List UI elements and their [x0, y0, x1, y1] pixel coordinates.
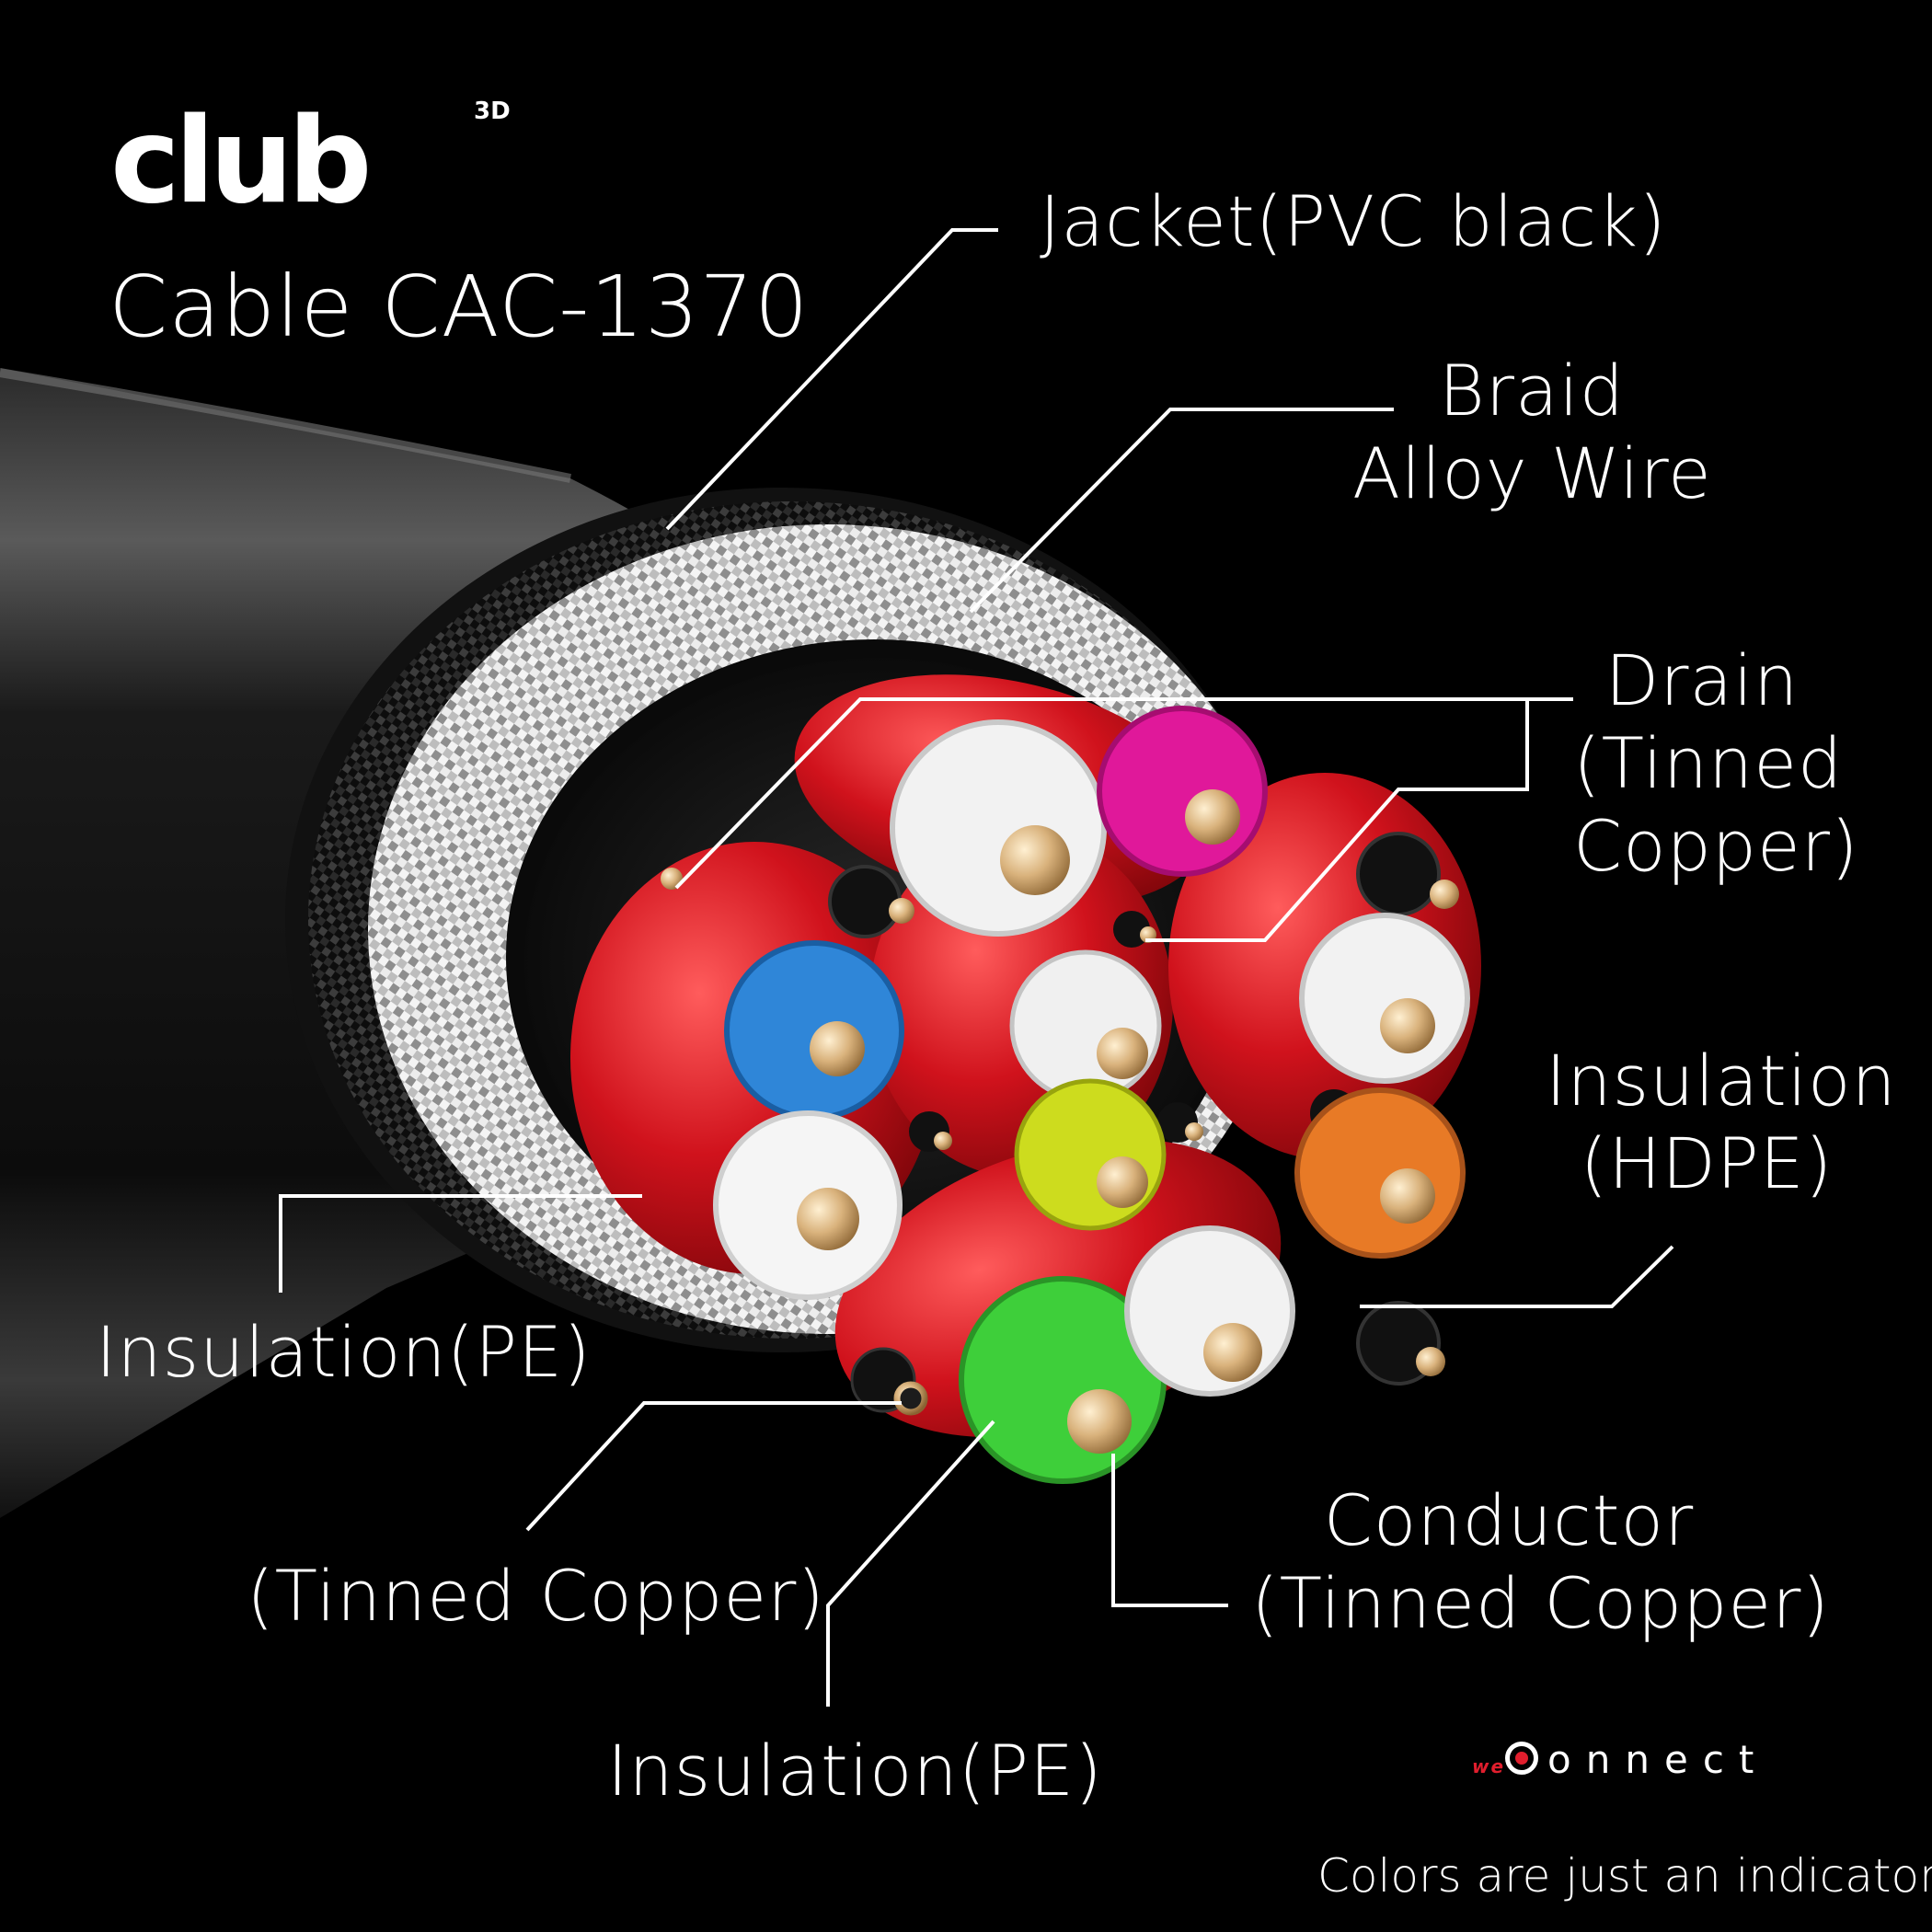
leader-tinned-copper-left	[525, 1401, 902, 1532]
wire-white-center	[1009, 949, 1162, 1102]
label-insulation-pe-bottom: Insulation(PE)	[607, 1730, 1103, 1811]
leader-drain-b	[1145, 699, 1529, 942]
leader-braid	[969, 408, 1394, 614]
leader-lines	[279, 228, 1674, 1707]
label-drain-line2: (Tinned	[1573, 722, 1844, 804]
label-jacket: Jacket(PVC black)	[1040, 180, 1667, 262]
leader-drain-a	[674, 697, 1573, 890]
weconnect-wordmark: onnect	[1547, 1737, 1769, 1782]
label-insulation-pe-left: Insulation(PE)	[96, 1311, 592, 1393]
colors-footnote: Colors are just an indicator	[1317, 1849, 1932, 1903]
wire-magenta	[1097, 706, 1268, 877]
weconnect-prefix: we	[1472, 1755, 1506, 1777]
wire-white-left	[713, 1110, 903, 1300]
wire-white-top	[890, 719, 1107, 937]
weconnect-c-mark	[1505, 1742, 1539, 1775]
weconnect-logo: we onnect	[1472, 1737, 1768, 1782]
label-conductor-line1: Conductor	[1323, 1479, 1695, 1561]
wire-green	[959, 1276, 1167, 1484]
wire-white-bottom	[1124, 1225, 1295, 1397]
label-insulation-hdpe-line2: (HDPE)	[1580, 1122, 1834, 1204]
product-title: Cable CAC-1370	[109, 258, 810, 356]
label-braid-line2: Alloy Wire	[1352, 432, 1712, 514]
label-drain-line3: Copper)	[1573, 805, 1859, 887]
label-braid-line1: Braid	[1439, 350, 1625, 431]
wire-blue	[724, 940, 904, 1121]
leader-insulation-pe-left	[279, 1194, 642, 1293]
wire-orange	[1294, 1087, 1466, 1259]
leader-jacket	[665, 228, 998, 531]
drain-wires	[661, 832, 1459, 1416]
label-tinned-copper-left: (Tinned Copper)	[247, 1555, 826, 1637]
leader-insulation-hdpe	[1360, 1245, 1674, 1308]
label-conductor-line2: (Tinned Copper)	[1251, 1562, 1831, 1644]
logo-wordmark: club	[110, 93, 372, 230]
insulated-conductors	[713, 706, 1470, 1484]
label-insulation-hdpe-line1: Insulation	[1546, 1040, 1897, 1121]
wire-white-right	[1299, 913, 1470, 1084]
logo-superscript: 3D	[474, 98, 511, 125]
club3d-logo: club 3D	[110, 98, 511, 221]
leader-conductor	[1111, 1454, 1228, 1607]
label-drain-line1: Drain	[1604, 639, 1800, 721]
wire-yellow	[1014, 1078, 1167, 1231]
leader-insulation-pe-bottom	[826, 1420, 995, 1707]
